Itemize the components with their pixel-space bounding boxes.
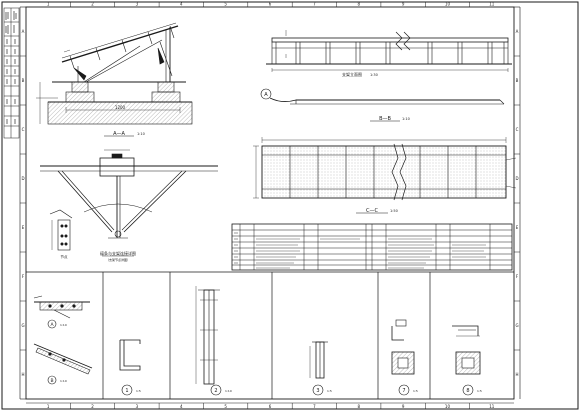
right-ruler-label-g: G <box>515 323 518 328</box>
truss-caption: 檩条与支架连接详图 （支架节点详图） <box>100 250 136 262</box>
bottom-ruler-label-7: 7 <box>313 404 316 409</box>
top-ruler: 1 2 3 4 5 6 7 8 9 10 11 <box>47 2 495 7</box>
top-ruler-label-3: 3 <box>136 2 139 7</box>
top-ruler-label-2: 2 <box>91 2 94 7</box>
top-ruler-label-9: 9 <box>402 2 405 7</box>
right-ruler-label-f: F <box>516 274 519 279</box>
detail-7-drawing <box>391 319 415 396</box>
right-ruler-label-c: C <box>516 127 519 132</box>
right-ruler-label-h: H <box>515 372 518 377</box>
section-aa-caption: A—A 1:10 <box>104 131 145 137</box>
top-ruler-label-4: 4 <box>180 2 183 7</box>
region-dividers <box>26 271 514 399</box>
long-member-view <box>260 88 505 105</box>
section-bb-label: B—B <box>379 116 391 122</box>
detail-b-id: B <box>50 378 53 384</box>
small-node-detail <box>49 209 73 251</box>
detail-b-drawing <box>33 343 93 385</box>
section-aa-view: 1200 <box>36 22 193 125</box>
section-aa-label: A—A <box>113 131 125 137</box>
detail-8-id: 8 <box>466 388 469 394</box>
truss-subcaption-text: （支架节点详图） <box>106 257 130 262</box>
detail-2-scale: 1:10 <box>225 389 232 393</box>
detail-8-scale: 1:5 <box>477 389 482 393</box>
left-ruler-label-f: F <box>22 274 25 279</box>
bottom-ruler-label-1: 1 <box>47 404 50 409</box>
top-ruler-label-8: 8 <box>357 2 360 7</box>
detail-2-id: 2 <box>214 388 217 394</box>
detail-a-id: A <box>50 322 54 328</box>
detail-1-id: 1 <box>125 388 128 394</box>
bottom-ruler-label-4: 4 <box>180 404 183 409</box>
left-ruler-label-c: C <box>22 127 25 132</box>
section-cc-view <box>253 137 517 201</box>
bottom-ruler-label-3: 3 <box>136 404 139 409</box>
bottom-ruler-label-5: 5 <box>224 404 227 409</box>
section-cc-label: C—C <box>366 208 378 214</box>
detail-2-drawing <box>195 286 222 396</box>
detail-3-id: 3 <box>316 388 319 394</box>
bottom-ruler-label-9: 9 <box>402 404 405 409</box>
elevation-label: 支架立面图 <box>342 71 362 77</box>
detail-b-scale: 1:10 <box>60 379 67 383</box>
right-ruler-label-b: B <box>516 78 519 83</box>
bottom-ruler-label-6: 6 <box>269 404 272 409</box>
left-ruler-label-h: H <box>21 372 24 377</box>
elevation-caption: 支架立面图 1:30 <box>342 71 378 77</box>
top-ruler-label-11: 11 <box>489 2 495 7</box>
detail-8-drawing <box>452 325 481 396</box>
truss-caption-text: 檩条与支架连接详图 <box>100 250 136 256</box>
left-ruler-label-g: G <box>21 323 24 328</box>
left-ruler-label-e: E <box>22 225 25 230</box>
top-ruler-label-6: 6 <box>269 2 272 7</box>
left-ruler: A B C D E F G H <box>20 29 26 377</box>
detail-a-scale: 1:10 <box>60 323 67 327</box>
section-cc-scale: 1:50 <box>390 209 398 213</box>
detail-7-id: 7 <box>402 388 405 394</box>
small-node-caption: 节点 <box>61 254 68 259</box>
section-bb-caption: B—B 1:10 <box>370 116 410 122</box>
truss-view <box>40 149 218 239</box>
right-ruler-label-a: A <box>516 29 519 34</box>
bottom-ruler-label-11: 11 <box>489 404 495 409</box>
detail-1-scale: 1:5 <box>136 389 141 393</box>
material-table <box>231 223 513 271</box>
right-ruler-label-e: E <box>516 225 519 230</box>
elevation-scale: 1:30 <box>370 73 378 77</box>
right-ruler-label-d: D <box>515 176 518 181</box>
detail-3-drawing <box>309 341 328 396</box>
bottom-ruler: 1 2 3 4 5 6 7 8 9 10 11 <box>47 403 495 409</box>
left-ruler-label-b: B <box>22 78 25 83</box>
bottom-ruler-label-8: 8 <box>357 404 360 409</box>
title-block <box>3 7 20 139</box>
bottom-ruler-label-2: 2 <box>91 404 94 409</box>
detail-a-drawing <box>33 295 90 329</box>
left-ruler-label-d: D <box>21 176 24 181</box>
detail-3-scale: 1:5 <box>327 389 332 393</box>
section-cc-caption: C—C 1:50 <box>356 208 398 214</box>
detail-7-scale: 1:5 <box>413 389 418 393</box>
section-bb-scale: 1:10 <box>402 117 410 121</box>
marker-a-label: A <box>264 92 268 98</box>
top-ruler-label-5: 5 <box>224 2 227 7</box>
detail-1-drawing <box>119 339 141 396</box>
top-ruler-label-7: 7 <box>313 2 316 7</box>
top-ruler-label-10: 10 <box>445 2 451 7</box>
svg-text:1200: 1200 <box>115 105 126 110</box>
bottom-ruler-label-10: 10 <box>445 404 451 409</box>
right-ruler: A B C D E F G H <box>514 29 520 377</box>
top-ruler-label-1: 1 <box>47 2 50 7</box>
section-aa-scale: 1:10 <box>137 132 145 136</box>
left-ruler-label-a: A <box>22 29 25 34</box>
elevation-view <box>266 30 512 72</box>
